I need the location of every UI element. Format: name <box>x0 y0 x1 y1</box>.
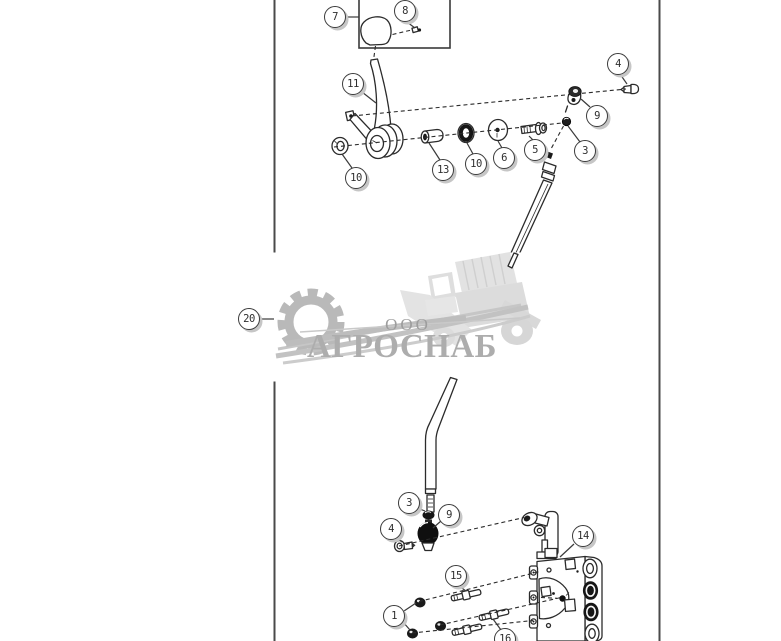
callout-5[interactable]: 5 <box>524 139 546 161</box>
callout-3-upper[interactable]: 3 <box>574 140 596 162</box>
mounting-studs <box>450 588 510 636</box>
watermark-company-prefix: ООО <box>385 315 431 334</box>
callout-14[interactable]: 14 <box>572 525 594 547</box>
set-screw <box>411 26 422 34</box>
knob-detail-box <box>358 0 451 49</box>
assembly-axis-lines-upper <box>333 29 627 149</box>
callout-11[interactable]: 11 <box>342 73 364 95</box>
callout-20[interactable]: 20 <box>238 308 260 330</box>
bolt-5 <box>520 121 548 136</box>
leader-lines <box>260 16 628 631</box>
callout-10-right[interactable]: 10 <box>465 153 487 175</box>
bolt-4-lower <box>393 539 416 553</box>
watermark-company-name: АГРОСНАБ <box>306 328 497 366</box>
washer-left <box>331 136 349 156</box>
bolt-4-upper <box>620 83 640 95</box>
control-rod-lower <box>424 376 458 513</box>
locknut-upper <box>561 116 572 127</box>
mounting-nuts <box>407 597 446 639</box>
ball-joint-lower <box>417 519 439 552</box>
lever-hub <box>365 123 404 160</box>
callout-13[interactable]: 13 <box>432 159 454 181</box>
ball-joint-upper <box>564 86 582 113</box>
callout-15[interactable]: 15 <box>445 565 467 587</box>
watermark-tractor-icon <box>400 252 541 347</box>
assembly-axis-lines-lower <box>398 516 562 634</box>
control-valve <box>528 547 603 641</box>
watermark-swoosh <box>275 303 531 365</box>
callout-9-lower[interactable]: 9 <box>438 504 460 526</box>
callout-10-left[interactable]: 10 <box>345 167 367 189</box>
locknut-lower <box>422 510 435 520</box>
callout-8[interactable]: 8 <box>394 0 416 22</box>
callout-7[interactable]: 7 <box>324 6 346 28</box>
control-rod-upper <box>508 151 557 262</box>
callout-4-upper[interactable]: 4 <box>607 53 629 75</box>
washer-right <box>457 122 475 144</box>
callout-1[interactable]: 1 <box>383 605 405 627</box>
bushing <box>420 128 444 144</box>
callout-4-lower[interactable]: 4 <box>380 518 402 540</box>
rod-tip-overlap <box>507 252 519 269</box>
gear-knob <box>360 16 392 46</box>
callout-6[interactable]: 6 <box>493 147 515 169</box>
callout-3-lower[interactable]: 3 <box>398 492 420 514</box>
callout-9-upper[interactable]: 9 <box>586 105 608 127</box>
